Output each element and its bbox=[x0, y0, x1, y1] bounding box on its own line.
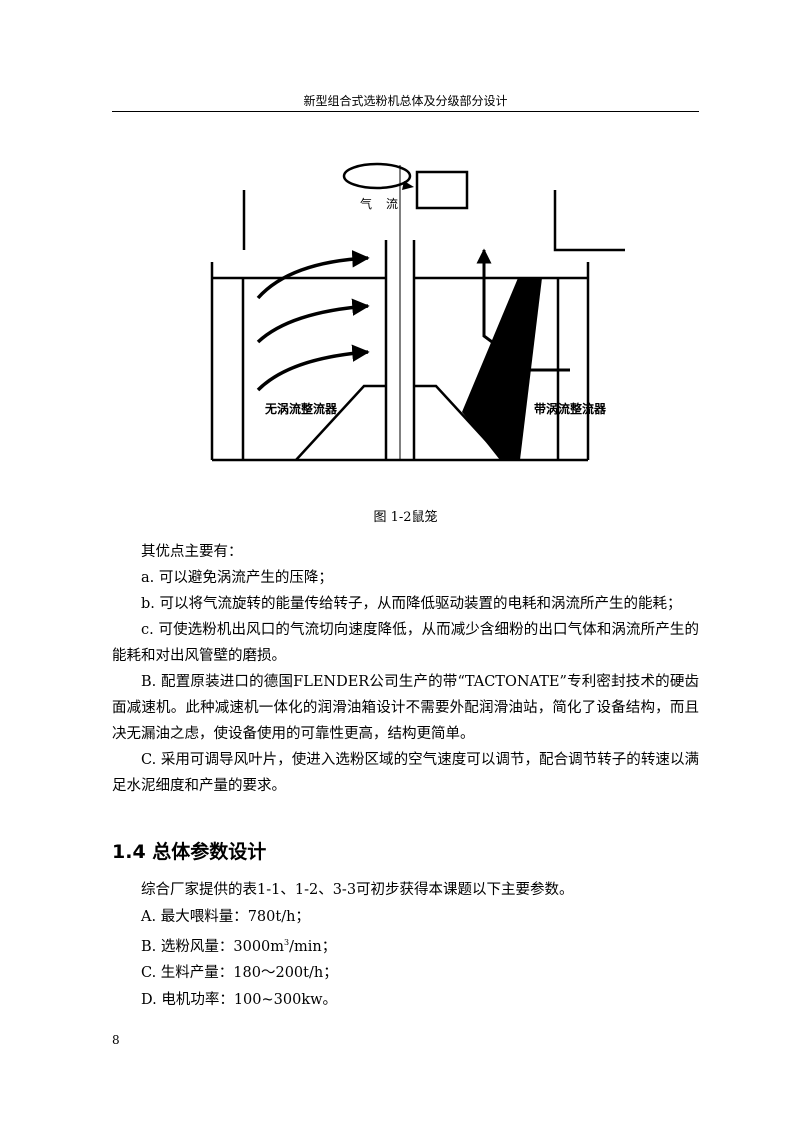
header-rule bbox=[112, 111, 699, 112]
right-rectifier-label: 带涡流整流器 bbox=[534, 401, 607, 416]
param-B-suffix: /min； bbox=[289, 938, 337, 955]
left-rectifier-label: 无涡流整流器 bbox=[264, 401, 338, 416]
param-A: A. 最大喂料量：780t/h； bbox=[141, 908, 310, 925]
advantage-b: b. 可以将气流旋转的能量传给转子，从而降低驱动装置的电耗和涡流所产生的能耗； bbox=[141, 596, 682, 612]
page-number: 8 bbox=[112, 1033, 120, 1047]
params-intro: 综合厂家提供的表1-1、1-2、3-3可初步获得本课题以下主要参数。 bbox=[141, 882, 574, 898]
airflow-label-2: 流 bbox=[386, 197, 398, 211]
advantage-a: a. 可以避免涡流产生的压降； bbox=[141, 570, 333, 586]
motor-box bbox=[415, 170, 469, 210]
section-heading: 1.4 总体参数设计 bbox=[112, 841, 267, 863]
swirl-arrow-head bbox=[402, 181, 414, 190]
param-B-sup: 3 bbox=[284, 938, 290, 947]
advantages-section: 其优点主要有： a. 可以避免涡流产生的压降； b. 可以将气流旋转的能量传给转… bbox=[112, 539, 699, 799]
param-B: B. 选粉风量：3000m3/min； bbox=[112, 930, 699, 960]
right-outlet-wall bbox=[553, 190, 625, 252]
outlet-flow-arrow bbox=[476, 248, 570, 372]
param-C: C. 生料产量：180～200t/h； bbox=[141, 965, 338, 982]
feature-B: B. 配置原装进口的德国FLENDER公司生产的带“TACTONATE”专利密封… bbox=[112, 674, 699, 742]
param-D: D. 电机功率：100~300kw。 bbox=[141, 991, 338, 1008]
rotor-cone-left bbox=[295, 384, 386, 461]
advantages-intro: 其优点主要有： bbox=[141, 544, 243, 560]
param-B-prefix: B. 选粉风量：3000m bbox=[141, 938, 285, 955]
vortex-rectifier-blade bbox=[462, 278, 542, 460]
squirrel-cage-diagram: 气 流 无涡流整流器 带涡流整流器 bbox=[210, 162, 625, 462]
page-header: 新型组合式选粉机总体及分级部分设计 bbox=[303, 94, 508, 108]
airflow-label-1: 气 bbox=[360, 196, 372, 211]
airflow-arrow-1 bbox=[256, 250, 370, 300]
airflow-arrow-2 bbox=[256, 298, 370, 344]
feature-C: C. 采用可调导风叶片，使进入选粉区域的空气速度可以调节，配合调节转子的转速以满… bbox=[112, 752, 699, 794]
params-section: 综合厂家提供的表1-1、1-2、3-3可初步获得本课题以下主要参数。 A. 最大… bbox=[112, 877, 699, 1013]
swirl-airflow-arrow bbox=[342, 162, 412, 190]
airflow-arrow-3 bbox=[256, 344, 370, 392]
figure-caption: 图 1-2鼠笼 bbox=[373, 510, 438, 525]
advantage-c: c. 可使选粉机出风口的气流切向速度降低，从而减少含细粉的出口气体和涡流所产生的… bbox=[112, 622, 699, 664]
